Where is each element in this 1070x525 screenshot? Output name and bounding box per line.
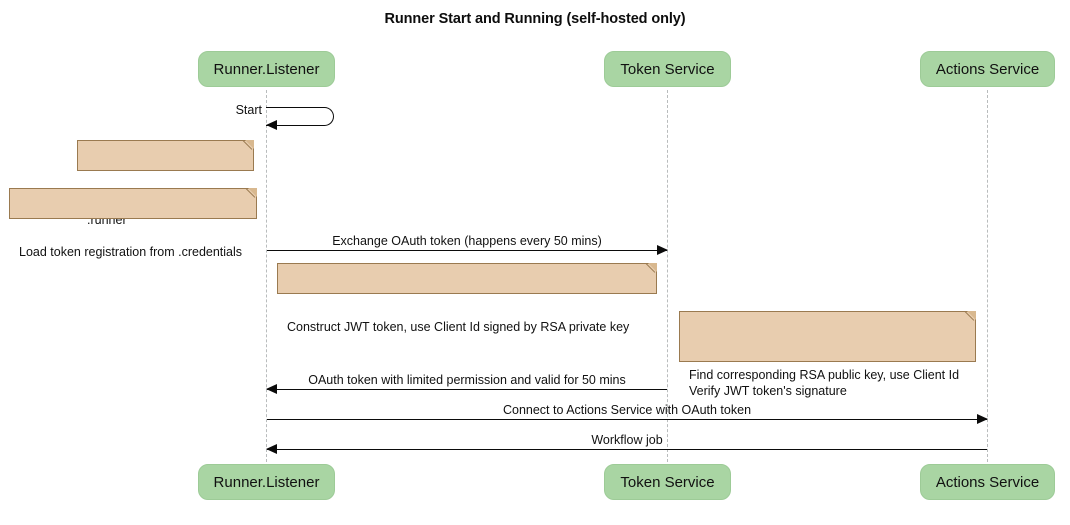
note-load-config: Load config info from .runner — [77, 140, 254, 227]
note-text: Load token registration from .credential… — [19, 245, 243, 259]
message-oauth-token-response-line — [267, 389, 667, 390]
self-message-start-arrowhead — [266, 120, 277, 130]
note-verify-jwt-signature: Find corresponding RSA public key, use C… — [679, 311, 976, 398]
participant-token-service-top[interactable]: Token Service — [604, 51, 731, 87]
message-workflow-job-arrowhead — [266, 444, 277, 454]
page-title: Runner Start and Running (self-hosted on… — [384, 11, 686, 27]
message-connect-actions-service-arrowhead — [977, 414, 988, 424]
message-connect-actions-service-line — [267, 419, 987, 420]
note-construct-jwt-token: Construct JWT token, use Client Id signe… — [277, 263, 657, 334]
message-oauth-token-response-arrowhead — [266, 384, 277, 394]
participant-actions-service-top[interactable]: Actions Service — [920, 51, 1055, 87]
note-fold-edge-icon — [645, 263, 657, 275]
participant-runner-listener-bottom[interactable]: Runner.Listener — [198, 464, 335, 500]
message-exchange-oauth-token-arrowhead — [657, 245, 668, 255]
lifeline-actions-service — [987, 90, 988, 462]
message-workflow-job-line — [267, 449, 987, 450]
message-exchange-oauth-token-line — [267, 250, 667, 251]
message-exchange-oauth-token-label: Exchange OAuth token (happens every 50 m… — [332, 234, 602, 248]
participant-runner-listener-top[interactable]: Runner.Listener — [198, 51, 335, 87]
lifeline-token-service — [667, 90, 668, 462]
self-message-start-label: Start — [235, 103, 262, 117]
message-workflow-job-label: Workflow job — [591, 433, 663, 447]
message-oauth-token-response-label: OAuth token with limited permission and … — [308, 373, 626, 387]
participant-actions-service-bottom[interactable]: Actions Service — [920, 464, 1055, 500]
note-fold-edge-icon — [242, 140, 254, 152]
lifeline-runner-listener — [266, 90, 267, 462]
self-message-start-loop — [266, 107, 334, 126]
note-text: Find corresponding RSA public key, use C… — [689, 368, 960, 398]
note-fold-edge-icon — [964, 311, 976, 323]
note-fold-edge-icon — [245, 188, 257, 200]
participant-token-service-bottom[interactable]: Token Service — [604, 464, 731, 500]
note-text: Construct JWT token, use Client Id signe… — [287, 320, 630, 334]
message-connect-actions-service-label: Connect to Actions Service with OAuth to… — [502, 403, 752, 417]
note-load-token-registration: Load token registration from .credential… — [9, 188, 257, 259]
